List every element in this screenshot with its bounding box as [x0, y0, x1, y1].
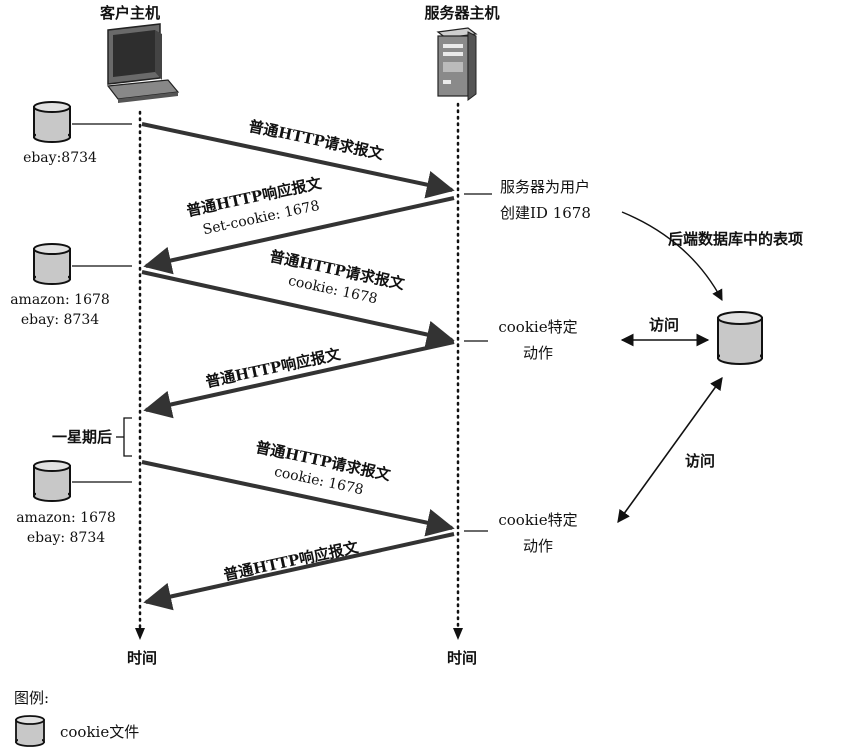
server-note-action: 动作	[523, 344, 553, 362]
cookie-file-icon	[33, 460, 71, 502]
access-label: 访问	[649, 316, 679, 334]
server-time-label: 时间	[447, 649, 477, 667]
client-host-label: 客户主机	[99, 4, 160, 22]
server-timeline-arrowhead	[453, 628, 463, 640]
client-time-label: 时间	[127, 649, 157, 667]
response-arrow-2	[143, 340, 455, 419]
backend-db-pointer	[621, 211, 723, 301]
backend-db-label: 后端数据库中的表项	[668, 230, 803, 248]
client-timeline-arrowhead	[135, 628, 145, 640]
message-label: 普通HTTP请求报文	[247, 117, 386, 163]
server-icon	[436, 27, 478, 101]
server-note-action: 动作	[523, 537, 553, 555]
access-arrow-2	[617, 376, 723, 524]
database-icon	[717, 311, 763, 365]
legend-title: 图例:	[14, 689, 49, 707]
client-cookie-entry: amazon: 1678	[10, 292, 110, 308]
request-arrow-3	[141, 460, 455, 537]
client-cookie-entry: ebay: 8734	[21, 312, 99, 328]
server-note-action: cookie特定	[498, 511, 577, 529]
one-week-later-label: 一星期后	[52, 428, 112, 446]
client-cookie-entry: ebay:8734	[23, 150, 97, 166]
cookie-file-icon	[33, 101, 71, 143]
client-cookie-entry: ebay: 8734	[27, 530, 105, 546]
server-note-action: cookie特定	[498, 318, 577, 336]
response-arrow-1	[143, 196, 455, 275]
server-note-create: 服务器为用户	[500, 178, 590, 196]
message-label: 普通HTTP响应报文	[204, 345, 343, 391]
client-cookie-entry: amazon: 1678	[16, 510, 116, 526]
request-arrow-1	[141, 122, 455, 199]
access-label: 访问	[685, 452, 715, 470]
legend-item-label: cookie文件	[60, 723, 139, 741]
request-arrow-2	[141, 270, 455, 349]
server-host-label: 服务器主机	[424, 4, 499, 22]
response-arrow-3	[143, 532, 455, 611]
cookie-file-icon	[33, 243, 71, 285]
server-note-create: 创建ID 1678	[500, 204, 591, 222]
one-week-bracket	[123, 417, 132, 457]
legend-cookie-file-icon	[15, 715, 45, 747]
computer-icon	[106, 23, 180, 103]
